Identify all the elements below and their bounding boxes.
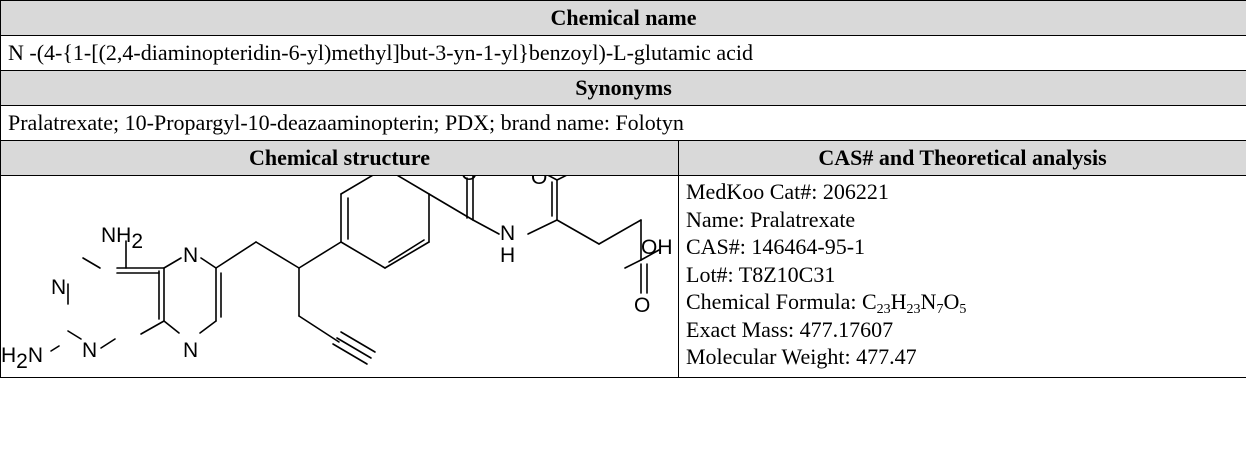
cas-analysis-header: CAS# and Theoretical analysis (678, 140, 1246, 176)
cas-number: CAS#: 146464-95-1 (686, 234, 866, 259)
chemical-name-header: Chemical name (0, 0, 1246, 36)
amide-o-label: O (461, 176, 477, 185)
compound-name: Name: Pralatrexate (686, 206, 856, 232)
gamma-oh-label: OH (641, 236, 673, 259)
chemical-formula-label: Chemical Formula: (686, 289, 862, 314)
ring-n1-label: N (51, 276, 66, 299)
molecular-weight: Molecular Weight: 477.47 (686, 344, 917, 369)
chemical-structure-cell: NH2 N N N N H2N O N H O OH OH O (0, 156, 679, 378)
chemical-structure-header: Chemical structure (0, 140, 679, 176)
alpha-oh-label: OH (575, 176, 607, 179)
pralatrexate-structure-diagram: NH2 N N N N H2N O N H O OH OH O (1, 156, 673, 373)
synonyms-header: Synonyms (0, 70, 1246, 106)
exact-mass: Exact Mass: 477.17607 (686, 316, 894, 342)
amide-h-label: H (500, 244, 515, 267)
compound-info-table: Chemical name N -(4-{1-[(2,4-diaminopter… (0, 0, 1246, 378)
gamma-o-label: O (634, 294, 650, 317)
chemical-name-value: N -(4-{1-[(2,4-diaminopteridin-6-yl)meth… (0, 35, 1246, 71)
lot-number: Lot#: T8Z10C31 (686, 261, 836, 287)
alpha-o-label: O (531, 176, 547, 189)
ring-n5-label: N (183, 244, 198, 267)
chemical-formula: Chemical Formula: C23H23N7O5 (686, 289, 967, 317)
ring-n8-label: N (183, 339, 198, 362)
theoretical-analysis-cell: MedKoo Cat#: 206221 Name: Pralatrexate C… (678, 175, 1246, 378)
nh2-label: NH2 (101, 224, 143, 253)
synonyms-value: Pralatrexate; 10-Propargyl-10-deazaamino… (0, 105, 1246, 141)
ring-n3-label: N (82, 339, 97, 362)
h2n-label: H2N (1, 344, 43, 371)
amide-n-label: N (500, 222, 515, 245)
medkoo-cat-number: MedKoo Cat#: 206221 (686, 179, 889, 204)
